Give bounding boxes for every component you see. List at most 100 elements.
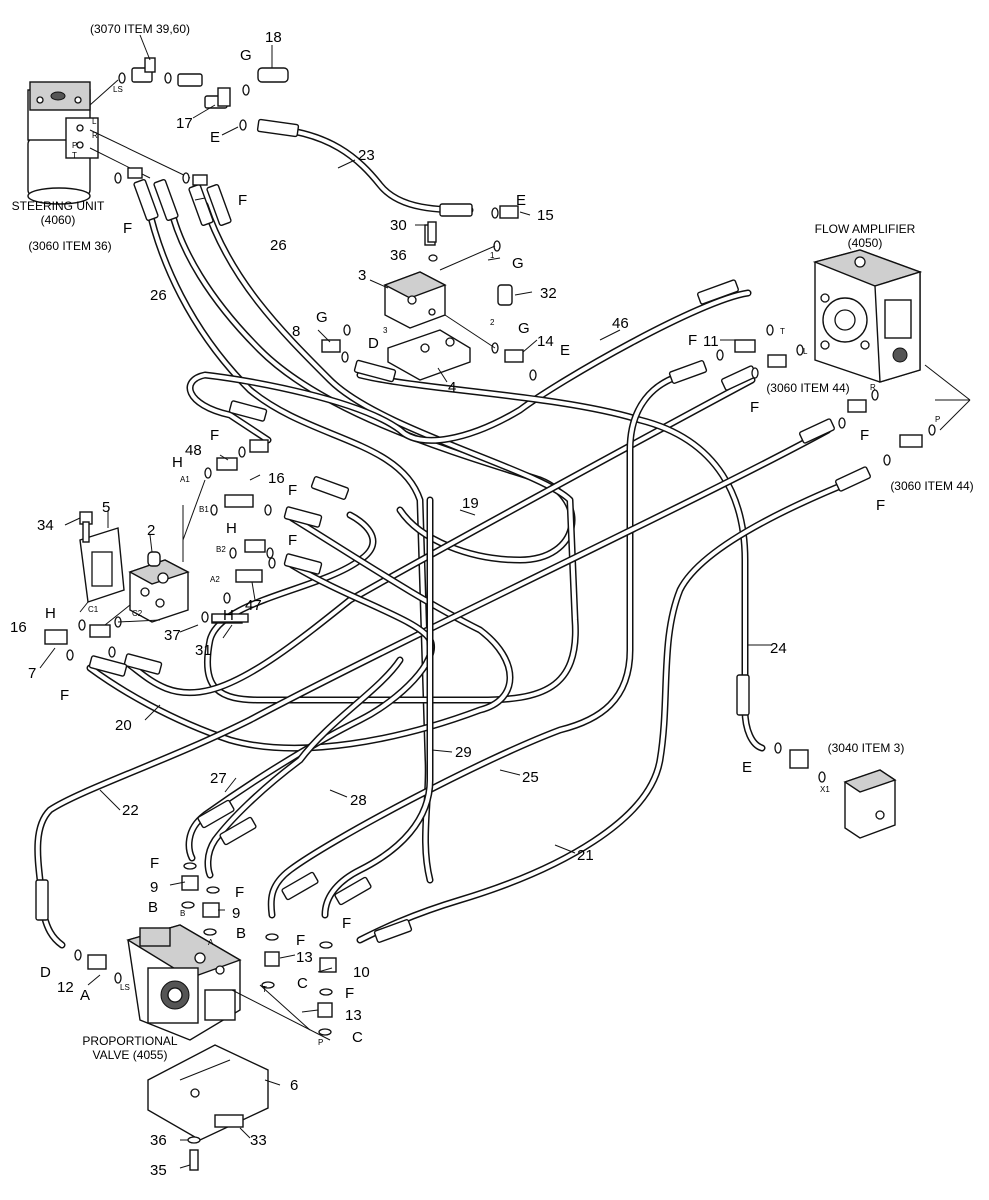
callout-27: 27 xyxy=(210,770,227,787)
hose-lines xyxy=(34,124,864,949)
port-LS: LS xyxy=(113,85,123,94)
callout-H4: H xyxy=(45,605,56,622)
callout-35: 35 xyxy=(150,1162,167,1179)
callout-26b: 26 xyxy=(150,287,167,304)
ref-3060-44-a: (3060 ITEM 44) xyxy=(766,381,849,395)
callout-5: 5 xyxy=(102,499,110,516)
port-pv-LS: LS xyxy=(120,983,130,992)
callout-F14: F xyxy=(342,915,351,932)
ref-3070: (3070 ITEM 39,60) xyxy=(90,22,190,36)
callout-18: 18 xyxy=(265,29,282,46)
callout-E3: E xyxy=(560,342,570,359)
port-pv-B: B xyxy=(180,909,185,918)
callout-A1: A xyxy=(80,987,90,1004)
callout-11: 11 xyxy=(703,333,719,350)
callout-36a: 36 xyxy=(390,247,407,264)
bracket-4 xyxy=(387,329,471,381)
callout-14: 14 xyxy=(537,333,554,350)
callout-F12: F xyxy=(235,884,244,901)
block-3 xyxy=(383,271,447,329)
callout-10: 10 xyxy=(353,964,370,981)
callout-25: 25 xyxy=(522,769,539,786)
callout-2: 2 xyxy=(147,522,155,539)
callout-32: 32 xyxy=(540,285,557,302)
callout-20: 20 xyxy=(115,717,132,734)
callout-E2: E xyxy=(516,192,526,209)
callout-D1: D xyxy=(368,335,379,352)
callout-47: 47 xyxy=(245,597,262,614)
port-pv-T: T xyxy=(262,985,267,994)
callout-F10: F xyxy=(60,687,69,704)
port-fa-R: R xyxy=(870,383,876,392)
callout-13a: 13 xyxy=(296,949,313,966)
valve-block-2 xyxy=(128,551,190,623)
fittings xyxy=(44,57,936,1171)
port-A1: A1 xyxy=(180,475,190,484)
callout-F3: F xyxy=(688,332,697,349)
block-3040 xyxy=(843,769,897,839)
port-C1: C1 xyxy=(88,605,99,614)
port-b1: 1 xyxy=(490,251,495,260)
port-pv-A: A xyxy=(208,938,214,947)
callout-B2: B xyxy=(236,925,246,942)
port-T: T xyxy=(72,151,77,160)
callout-34: 34 xyxy=(37,517,54,534)
callout-23: 23 xyxy=(358,147,375,164)
callout-F11: F xyxy=(150,855,159,872)
component-labels: STEERING UNIT(4060) FLOW AMPLIFIER(4050)… xyxy=(12,199,916,1062)
port-labels: LS L R P T T L R P A1 B1 B2 A2 C1 C2 1 2… xyxy=(72,85,940,1047)
ref-3040: (3040 ITEM 3) xyxy=(828,741,905,755)
callout-8: 8 xyxy=(292,323,300,340)
callout-F13: F xyxy=(296,932,305,949)
port-L: L xyxy=(92,117,97,126)
port-pv-P: P xyxy=(318,1038,323,1047)
callout-36b: 36 xyxy=(150,1132,167,1149)
callout-31: 31 xyxy=(195,642,212,659)
callout-E4: E xyxy=(742,759,752,776)
ref-3060-36: (3060 ITEM 36) xyxy=(28,239,111,253)
callout-H1: H xyxy=(172,454,183,471)
callout-15: 15 xyxy=(537,207,554,224)
port-fa-L: L xyxy=(803,347,808,356)
ref-3060-44-b: (3060 ITEM 44) xyxy=(890,479,973,493)
callout-21: 21 xyxy=(577,847,594,864)
label-flow-amplifier: FLOW AMPLIFIER(4050) xyxy=(815,222,916,250)
callout-F8: F xyxy=(288,482,297,499)
callout-30: 30 xyxy=(390,217,407,234)
callout-F2: F xyxy=(123,220,132,237)
port-B2: B2 xyxy=(216,545,226,554)
port-P: P xyxy=(72,141,77,150)
callout-G4: G xyxy=(518,320,530,337)
callout-37: 37 xyxy=(164,627,181,644)
callout-46: 46 xyxy=(612,315,629,332)
callout-19: 19 xyxy=(462,495,479,512)
callout-3: 3 xyxy=(358,267,366,284)
callout-G2: G xyxy=(512,255,524,272)
callout-9b: 9 xyxy=(232,905,240,922)
port-b2: 2 xyxy=(490,318,495,327)
callout-24: 24 xyxy=(770,640,787,657)
callout-F6: F xyxy=(876,497,885,514)
callout-17: 17 xyxy=(176,115,193,132)
part-callouts: 18 17 23 15 30 36 3 32 8 14 4 26 26 46 1… xyxy=(10,29,885,1179)
callout-F5: F xyxy=(860,427,869,444)
callout-B1: B xyxy=(148,899,158,916)
label-steering-unit: STEERING UNIT(4060) xyxy=(12,199,105,227)
callout-28: 28 xyxy=(350,792,367,809)
port-B1: B1 xyxy=(199,505,209,514)
callout-H3: H xyxy=(223,607,234,624)
flow-amplifier xyxy=(812,249,971,431)
callout-7: 7 xyxy=(28,665,36,682)
callout-6: 6 xyxy=(290,1077,298,1094)
port-R: R xyxy=(92,131,98,140)
callout-13b: 13 xyxy=(345,1007,362,1024)
port-X1: X1 xyxy=(820,785,830,794)
callout-29: 29 xyxy=(455,744,472,761)
callout-22: 22 xyxy=(122,802,139,819)
callout-D2: D xyxy=(40,964,51,981)
callout-48: 48 xyxy=(185,442,202,459)
callout-F9: F xyxy=(288,532,297,549)
callout-E1: E xyxy=(210,129,220,146)
